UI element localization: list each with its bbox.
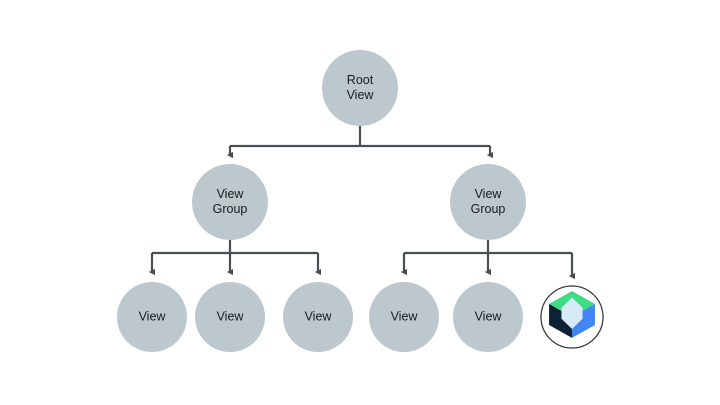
compose-logo-right-face: [572, 303, 595, 338]
node-label: View: [475, 309, 503, 323]
node-label: View: [475, 187, 503, 201]
node-label: Group: [471, 202, 506, 216]
node-shape: [453, 282, 523, 352]
node-shape: [450, 164, 526, 240]
node-label: Group: [213, 202, 248, 216]
node-label: View: [217, 187, 245, 201]
node-shape: [369, 282, 439, 352]
compose-logo-core-hexagon: [561, 297, 583, 330]
node-label: View: [139, 309, 167, 323]
node-shape: [195, 282, 265, 352]
node-label: View: [305, 309, 333, 323]
node-label: View: [391, 309, 419, 323]
node-compose-node[interactable]: [540, 285, 604, 349]
node-label: View: [347, 88, 375, 102]
connector-group: [148, 126, 576, 280]
node-shape: [283, 282, 353, 352]
node-view-2[interactable]: View: [195, 282, 265, 352]
node-shape: [192, 164, 268, 240]
node-view-5[interactable]: View: [453, 282, 523, 352]
node-label: View: [217, 309, 245, 323]
node-view-4[interactable]: View: [369, 282, 439, 352]
compose-logo-left-face: [549, 303, 572, 338]
node-shape: [322, 50, 398, 126]
jetpack-compose-icon: [540, 285, 604, 349]
node-view-1[interactable]: View: [117, 282, 187, 352]
node-view-3[interactable]: View: [283, 282, 353, 352]
node-shape: [117, 282, 187, 352]
node-label: Root: [347, 73, 374, 87]
